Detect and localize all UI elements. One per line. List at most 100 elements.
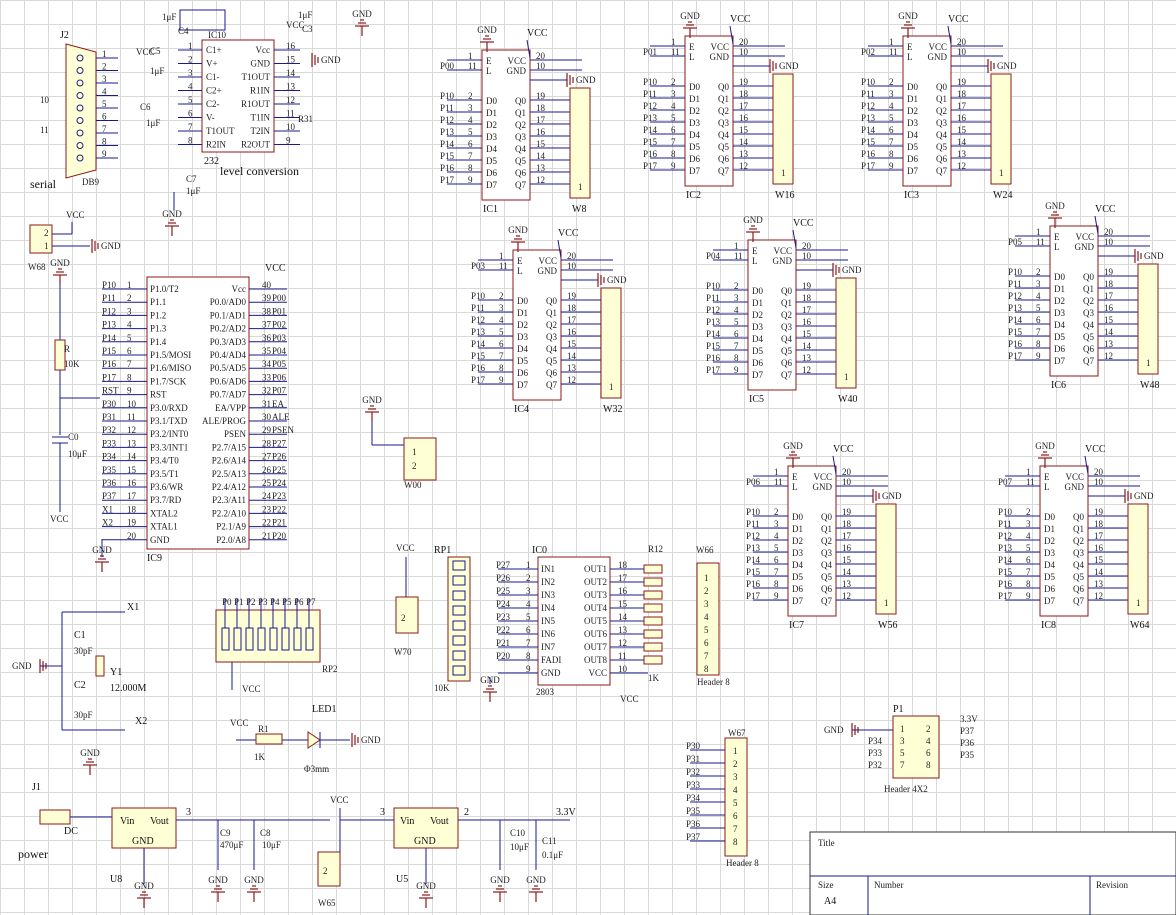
pin-number: 1: [1036, 227, 1041, 237]
latch-pin-right: Q2: [1073, 536, 1084, 546]
latch-pin-right: Q2: [515, 120, 526, 130]
pin-number: 12: [802, 365, 811, 375]
pin-number: 14: [618, 612, 628, 622]
pin-number: 6: [102, 112, 107, 122]
vcc-label: VCC: [527, 28, 548, 39]
pin-number: 19: [1104, 267, 1114, 277]
latch-pin-right: Q4: [821, 560, 832, 570]
latch-pin-right: GND: [710, 52, 730, 62]
mcu-pin-right: P2.6/A14: [212, 456, 247, 466]
cap-value: 1μF: [186, 186, 200, 196]
mcu-pin-left: P1.0/T2: [150, 284, 179, 294]
pin-number: 17: [957, 101, 967, 111]
r12-resistor: [643, 629, 663, 639]
pin-number: 8: [127, 372, 132, 382]
net-label: P35: [102, 465, 117, 475]
latch-pin-left: D5: [1044, 572, 1055, 582]
pin-number: 2: [499, 291, 504, 301]
pin-number: 7: [102, 124, 107, 134]
pin-number: 3: [188, 68, 193, 78]
ground-symbol: GND: [566, 73, 596, 87]
ground-symbol: GND: [508, 225, 528, 252]
power-label: power: [18, 847, 48, 861]
ground-label: GND: [526, 875, 546, 885]
ground-label: GND: [362, 395, 382, 405]
uln-pin-out: VCC: [588, 668, 607, 678]
pin-number: 2: [323, 866, 328, 876]
pin-number: 8: [188, 136, 193, 146]
header-type: Header 8: [726, 858, 759, 868]
pin-number: 17: [739, 101, 749, 111]
net-label: P14: [1008, 315, 1023, 325]
pin-number: 17: [618, 573, 628, 583]
r12-resistor: [643, 642, 663, 652]
mcu-pin-right: P2.0/A8: [216, 535, 246, 545]
pin-number: 7: [188, 122, 193, 132]
header-pin: 1: [1146, 358, 1151, 368]
cap-ref: C6: [140, 102, 151, 112]
pin-number: 2: [1036, 267, 1041, 277]
latch-body: [1049, 225, 1099, 377]
max232-pin-left: V-: [206, 113, 215, 123]
latch-pin-right: Q4: [1073, 560, 1084, 570]
pin-number: 4: [1026, 531, 1031, 541]
pin-number: 10: [802, 251, 812, 261]
pin-number: 23: [262, 504, 272, 514]
pin-number: 17: [1104, 291, 1114, 301]
db9-pin: [76, 154, 84, 162]
latch-pin-right: Q3: [781, 322, 792, 332]
pin-number: 20: [957, 37, 967, 47]
latch-pin-left: D7: [752, 370, 763, 380]
pin-number: 28: [262, 438, 272, 448]
cap-value: 10μF: [510, 842, 529, 852]
cap-value: 10μF: [68, 449, 87, 459]
vcc-label: VCC: [265, 263, 286, 274]
latch-pin-right: Q0: [1083, 272, 1094, 282]
net-label: P02: [861, 47, 875, 57]
pin-number: 7: [734, 341, 739, 351]
latch-pin-left: E: [1054, 232, 1060, 242]
pin-number: 3: [186, 807, 191, 818]
latch-pin-left: L: [752, 256, 758, 266]
latch-pin-right: VCC: [1065, 472, 1084, 482]
header-pin: 7: [900, 760, 905, 770]
latch-body: [902, 35, 952, 187]
net-label: P33: [868, 748, 883, 758]
pin-number: 10: [567, 261, 577, 271]
pin-number: 8: [774, 579, 779, 589]
net-label: P10: [706, 281, 721, 291]
number-label: Number: [874, 880, 904, 890]
pin-number: 5: [671, 113, 676, 123]
latch-designator: IC6: [1051, 380, 1066, 391]
net-label: P25: [496, 586, 511, 596]
latch-pin-left: D6: [792, 584, 803, 594]
vcc-label: VCC: [730, 14, 751, 25]
net-label: 11: [40, 125, 49, 135]
pin-number: 8: [1026, 579, 1031, 589]
pin-number: 7: [499, 351, 504, 361]
wire: [792, 229, 797, 249]
ground-label: GND: [12, 661, 32, 671]
latch-pin-left: D3: [792, 548, 803, 558]
pin-number: 9: [889, 161, 894, 171]
header-ref: W66: [696, 545, 714, 555]
net-label: P10: [102, 280, 117, 290]
wire: [947, 25, 952, 45]
latch-pin-right: Q6: [781, 358, 792, 368]
pin-number: 12: [1094, 591, 1103, 601]
vcc-label: VCC: [66, 210, 85, 220]
pin-number: 13: [536, 163, 546, 173]
mcu-designator: IC9: [147, 553, 162, 564]
net-label: P34: [686, 793, 701, 803]
crystal-freq: 12.000M: [110, 683, 147, 694]
pin-number: 1: [774, 467, 779, 477]
latch-pin-right: Q6: [821, 584, 832, 594]
latch-pin-left: D3: [1044, 548, 1055, 558]
pin-number: 15: [739, 125, 749, 135]
resistor-value: 1K: [254, 752, 266, 762]
net-label: P12: [1008, 291, 1022, 301]
pin-number: 6: [889, 125, 894, 135]
net-label: P16: [102, 359, 117, 369]
ground-symbol: GND: [769, 59, 799, 73]
